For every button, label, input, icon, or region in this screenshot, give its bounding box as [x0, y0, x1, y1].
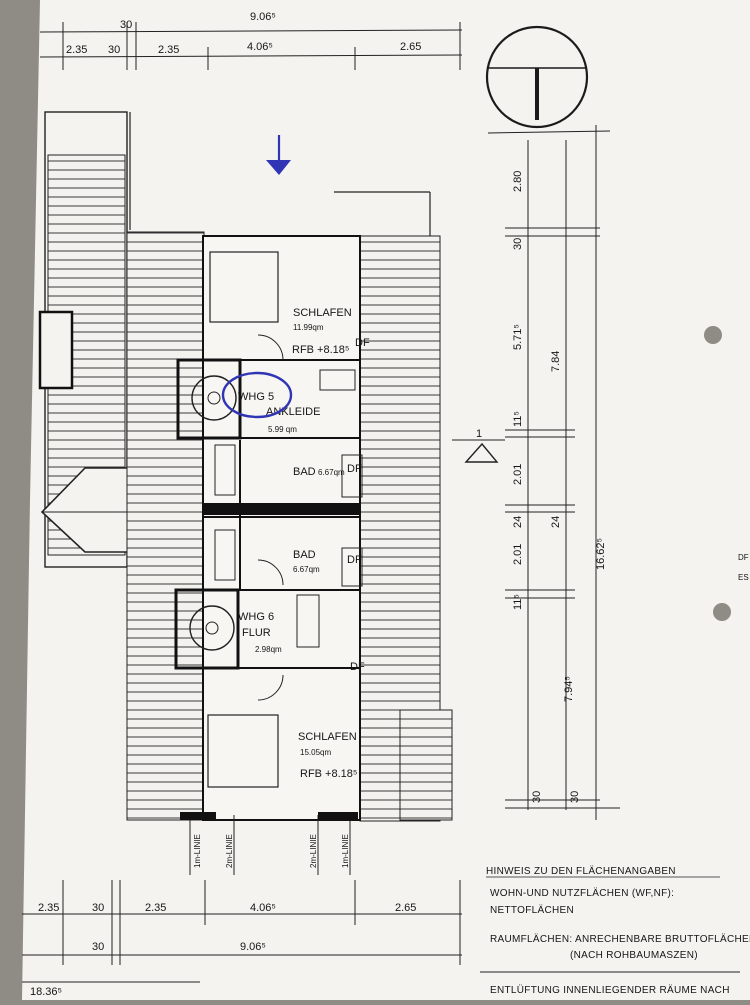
dim-right-n: 30 — [569, 791, 581, 803]
note-line-5: ENTLÜFTUNG INNENLIEGENDER RÄUME NACH — [490, 984, 730, 996]
bottom-dimension-lines — [22, 880, 462, 983]
df-lower: DF — [350, 661, 365, 673]
blue-circle-annotation — [221, 371, 293, 419]
line-label-2: 2m-LINIE — [225, 834, 234, 868]
df-bad-lower: DF — [347, 554, 362, 566]
dim-right-k: 16.62⁵ — [595, 538, 607, 570]
bed-lower — [207, 714, 279, 788]
punch-hole-bottom — [713, 603, 731, 621]
note-line-4: (NACH ROHBAUMASZEN) — [570, 950, 698, 961]
room-schlafen-upper-area: 11.99qm — [293, 323, 324, 332]
room-bad-upper-area: 6.67qm — [318, 468, 345, 477]
dim-right-j: 11⁵ — [512, 594, 524, 610]
room-schlafen-upper-rfb: RFB +8.18⁵ — [292, 344, 349, 356]
room-flur: FLUR — [242, 627, 271, 639]
right-dimension-lines — [487, 125, 620, 820]
dim-right-b: 30 — [512, 238, 524, 250]
dim-top-b: 30 — [108, 44, 120, 56]
note-line-3: RAUMFLÄCHEN: ANRECHENBARE BRUTTOFLÄCHEN — [490, 933, 750, 945]
dim-top-total: 9.06⁵ — [250, 11, 276, 23]
dim-bottom-b: 30 — [92, 902, 104, 914]
dim-right-f: 2.01 — [512, 464, 524, 485]
df-upper: DF — [355, 337, 370, 349]
dim-right-a: 2.80 — [512, 171, 524, 192]
unit-label-whg6: WHG 6 — [238, 611, 274, 623]
section-number: 1 — [476, 428, 482, 440]
dim-bottom-f: 30 — [92, 941, 104, 953]
dim-bottom-a: 2.35 — [38, 902, 59, 914]
dim-top-30: 30 — [120, 19, 132, 31]
dim-right-i: 2.01 — [512, 544, 524, 565]
dim-top-c: 2.35 — [158, 44, 179, 56]
right-dormer — [399, 709, 453, 821]
left-chimney — [38, 310, 74, 390]
dim-top-e: 2.65 — [400, 41, 421, 53]
dim-right-d: 7.84 — [550, 351, 562, 372]
room-schlafen-lower-area: 15.05qm — [300, 748, 331, 757]
note-heading: HINWEIS ZU DEN FLÄCHENANGABEN — [486, 865, 676, 877]
dim-bottom-total: 9.06⁵ — [240, 941, 266, 953]
room-bad-lower-area: 6.67qm — [293, 565, 320, 574]
room-bad-upper: BAD — [293, 466, 316, 478]
section-marker — [452, 439, 505, 463]
line-label-4: 1m-LINIE — [341, 834, 350, 868]
dim-bottom-e: 2.65 — [395, 902, 416, 914]
spiral-stair-lower — [174, 588, 240, 670]
room-schlafen-lower-rfb: RFB +8.18⁵ — [300, 768, 357, 780]
north-compass — [485, 25, 589, 129]
left-roof-strip — [126, 231, 205, 821]
room-flur-area: 2.98qm — [255, 645, 282, 654]
room-bad-lower: BAD — [293, 549, 316, 561]
dim-bottom-c: 2.35 — [145, 902, 166, 914]
note-line-1: WOHN-UND NUTZFLÄCHEN (WF,NF): — [490, 887, 674, 899]
dim-right-l: 7.94⁵ — [563, 676, 575, 702]
door-middle — [257, 559, 284, 586]
room-schlafen-lower: SCHLAFEN — [298, 731, 357, 743]
line-label-1: 1m-LINIE — [193, 834, 202, 868]
edge-text-2: ES — [738, 573, 749, 582]
punch-hole-top — [704, 326, 722, 344]
bed-upper — [209, 251, 279, 323]
door-lower — [257, 674, 284, 701]
dim-right-g: 24 — [512, 516, 524, 528]
df-bad-upper: DF — [347, 463, 362, 475]
dim-right-c: 5.71⁵ — [512, 324, 524, 350]
edge-text-1: DF — [738, 553, 749, 562]
room-schlafen-upper: SCHLAFEN — [293, 307, 352, 319]
dim-right-h: 24 — [550, 516, 562, 528]
note-line-2: NETTOFLÄCHEN — [490, 904, 574, 916]
dim-top-a: 2.35 — [66, 44, 87, 56]
room-ankleide: ANKLEIDE — [266, 406, 320, 418]
line-label-3: 2m-LINIE — [309, 834, 318, 868]
room-ankleide-area: 5.99 qm — [268, 425, 297, 434]
top-dimension-lines — [39, 22, 463, 70]
dim-bottom-overall: 18.36⁵ — [30, 986, 62, 998]
blue-arrow-annotation — [266, 135, 291, 175]
spiral-stair-upper — [176, 358, 242, 440]
dim-bottom-d: 4.06⁵ — [250, 902, 276, 914]
dim-right-m: 30 — [531, 791, 543, 803]
party-wall — [203, 503, 360, 515]
dim-right-e: 11⁵ — [512, 411, 524, 427]
bathtub-lower — [214, 529, 236, 581]
apartments-core — [202, 235, 361, 821]
dim-top-d: 4.06⁵ — [247, 41, 273, 53]
unit-label-whg5: WHG 5 — [238, 391, 274, 403]
door-upper — [257, 334, 284, 361]
bathtub-upper — [214, 444, 236, 496]
